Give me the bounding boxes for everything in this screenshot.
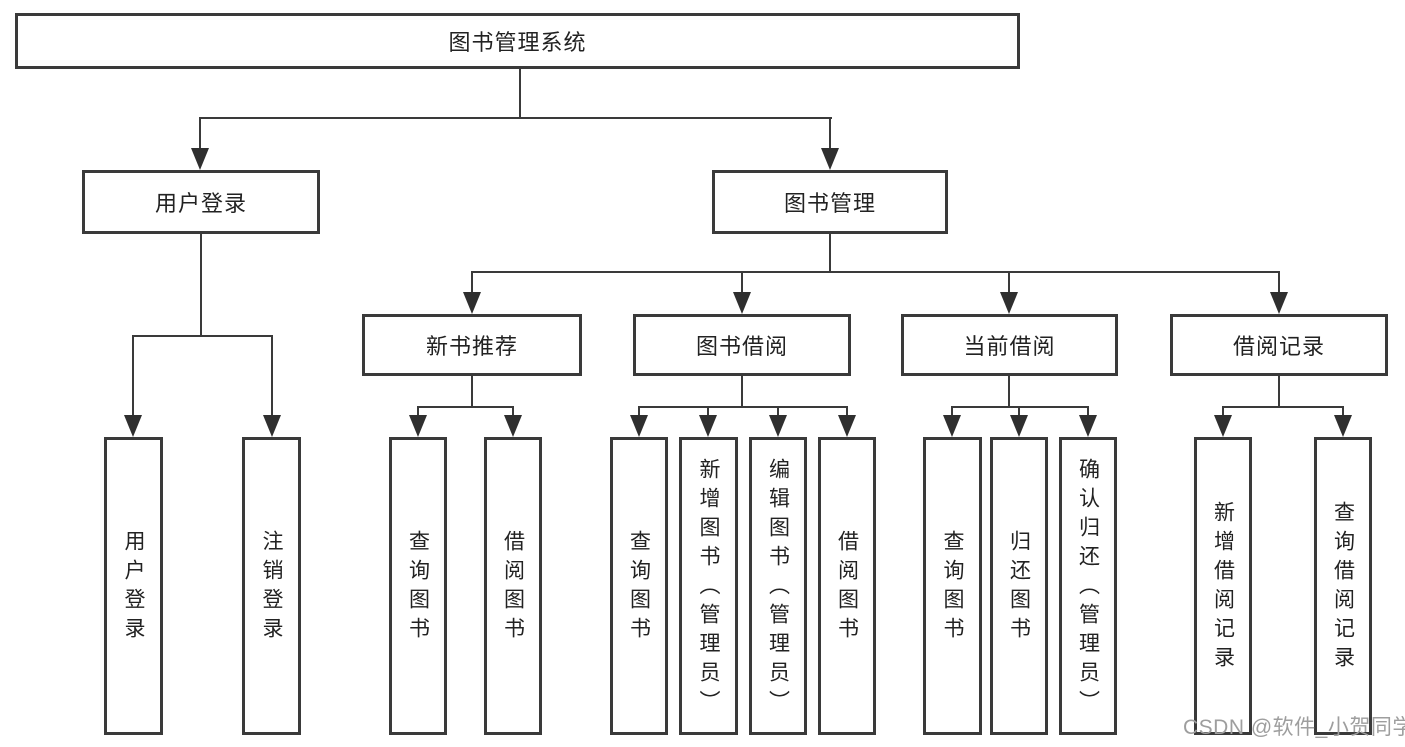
arrow-down-icon	[1010, 406, 1028, 437]
node-new-book-recommend: 新书推荐	[362, 314, 582, 376]
arrow-down-icon	[191, 117, 209, 170]
arrow-down-icon	[1000, 271, 1018, 314]
connector-stem	[519, 69, 521, 117]
connector-stem	[1008, 376, 1010, 407]
leaf-cb-query-book: 查询图书	[923, 437, 982, 735]
leaf-bb-query-book: 查询图书	[610, 437, 668, 735]
connector-bar	[638, 406, 848, 408]
arrow-down-icon	[504, 406, 522, 437]
arrow-down-icon	[769, 406, 787, 437]
arrow-down-icon	[630, 406, 648, 437]
connector-bar	[199, 117, 832, 119]
arrow-down-icon	[699, 406, 717, 437]
node-book-borrow: 图书借阅	[633, 314, 851, 376]
connector-stem	[829, 234, 831, 272]
arrow-down-icon	[838, 406, 856, 437]
leaf-cb-confirm-return: 确认归还（管理员）	[1059, 437, 1117, 735]
connector-bar	[417, 406, 514, 408]
arrow-down-icon	[263, 335, 281, 437]
node-user-login: 用户登录	[82, 170, 320, 234]
arrow-down-icon	[1214, 406, 1232, 437]
connector-bar	[132, 335, 272, 337]
arrow-down-icon	[1334, 406, 1352, 437]
arrow-down-icon	[821, 117, 839, 170]
connector-bar	[1222, 406, 1344, 408]
node-library-management-system: 图书管理系统	[15, 13, 1020, 69]
watermark-text: CSDN @软件_小贺同学	[1183, 716, 1405, 739]
connector-stem	[200, 234, 202, 336]
arrow-down-icon	[943, 406, 961, 437]
leaf-bb-add-book: 新增图书（管理员）	[679, 437, 738, 735]
leaf-bb-edit-book: 编辑图书（管理员）	[749, 437, 807, 735]
connector-bar	[471, 271, 1280, 273]
connector-bar	[951, 406, 1089, 408]
arrow-down-icon	[1079, 406, 1097, 437]
node-current-borrow: 当前借阅	[901, 314, 1118, 376]
leaf-cb-return-book: 归还图书	[990, 437, 1048, 735]
arrow-down-icon	[124, 335, 142, 437]
connector-stem	[741, 376, 743, 407]
arrow-down-icon	[1270, 271, 1288, 314]
arrow-down-icon	[733, 271, 751, 314]
leaf-logout: 注销登录	[242, 437, 301, 735]
leaf-user-login: 用户登录	[104, 437, 163, 735]
connector-stem	[471, 376, 473, 407]
connector-stem	[1278, 376, 1280, 407]
node-borrow-records: 借阅记录	[1170, 314, 1388, 376]
leaf-br-add-record: 新增借阅记录	[1194, 437, 1252, 735]
arrow-down-icon	[463, 271, 481, 314]
arrow-down-icon	[409, 406, 427, 437]
leaf-br-query-record: 查询借阅记录	[1314, 437, 1372, 735]
leaf-nbr-query-book: 查询图书	[389, 437, 447, 735]
leaf-bb-borrow-book: 借阅图书	[818, 437, 876, 735]
node-book-management: 图书管理	[712, 170, 948, 234]
leaf-nbr-borrow-book: 借阅图书	[484, 437, 542, 735]
